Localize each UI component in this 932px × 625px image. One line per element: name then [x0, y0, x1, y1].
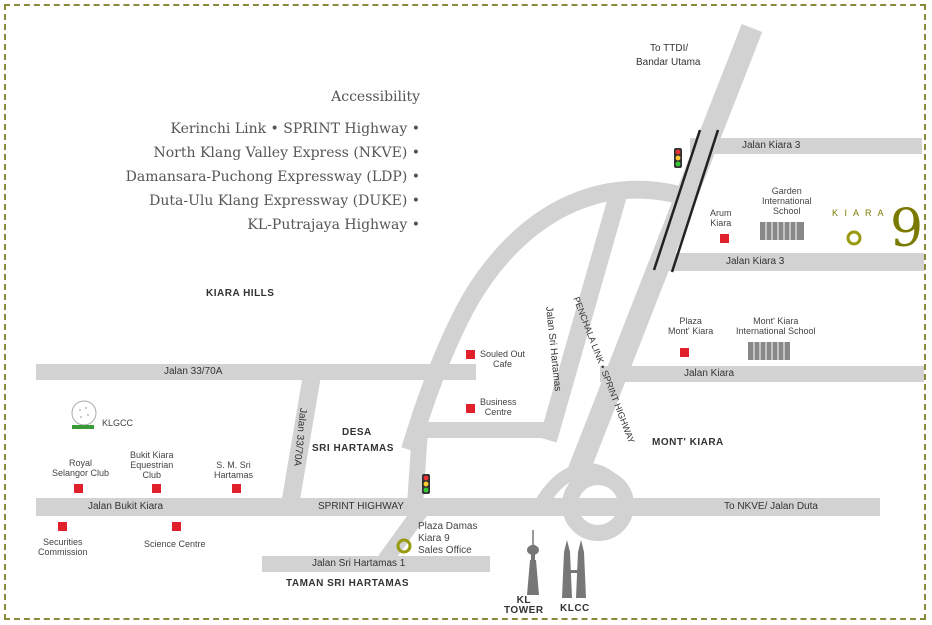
accessibility-item: Kerinchi Link • SPRINT Highway •	[170, 121, 420, 137]
map-border	[4, 4, 926, 620]
label-garden-school: Garden International School	[762, 186, 812, 216]
straight-roads	[36, 138, 924, 572]
road-jalan-sri-hartamas	[539, 192, 627, 443]
road-jalan-kiara-top	[690, 138, 922, 154]
marker-science-centre	[172, 522, 181, 531]
mont-kiara-school-building-icon	[748, 342, 790, 360]
marker-securities	[58, 522, 67, 531]
label-jalan-kiara: Jalan Kiara	[684, 368, 735, 379]
label-klgcc: KLGCC	[102, 418, 134, 428]
accessibility-item: KL-Putrajaya Highway •	[247, 217, 420, 233]
traffic-light-icon	[422, 474, 430, 494]
accessibility-item: Damansara-Puchong Expressway (LDP) •	[125, 169, 420, 185]
label-sprint-highway: SPRINT HIGHWAY	[318, 501, 404, 512]
road-sprint-highway	[36, 498, 880, 516]
label-plaza-damas: Plaza Damas Kiara 9 Sales Office	[418, 521, 478, 556]
accessibility-item: Duta-Ulu Klang Expressway (DUKE) •	[149, 193, 420, 209]
highway-stripe-left	[652, 129, 702, 271]
label-to-ttdi: To TTDI/	[650, 43, 689, 54]
road-desa-vertical	[407, 429, 428, 506]
label-to-nkve: To NKVE/ Jalan Duta	[724, 501, 818, 512]
klcc-towers-icon	[562, 540, 586, 598]
marker-plaza-mont-kiara	[680, 348, 689, 357]
road-jalan-3370a-vertical	[281, 373, 321, 507]
label-securities-commission: Securities Commission	[38, 537, 88, 557]
road-jalan-3370a	[36, 364, 476, 380]
label-kl-tower: KL TOWER	[504, 595, 544, 616]
marker-bukit-kiara	[152, 484, 161, 493]
label-arum-kiara: Arum Kiara	[710, 208, 732, 228]
accessibility-item: North Klang Valley Express (NKVE) •	[153, 145, 421, 161]
label-science-centre: Science Centre	[144, 539, 206, 549]
road-jalan-sri-hartamas-1-h	[262, 556, 490, 572]
golf-ball-icon	[71, 400, 97, 429]
area-sri-hartamas: SRI HARTAMAS	[312, 443, 394, 454]
label-jalan-3370a: Jalan 33/70A	[164, 366, 223, 377]
marker-sm-sri-hartamas	[232, 484, 241, 493]
kiara9-marker-icon	[846, 230, 862, 246]
road-jalan-kiara	[600, 366, 924, 382]
garden-school-building-icon	[760, 222, 804, 240]
highway-stripe-right	[670, 129, 720, 273]
label-jalan-bukit-kiara: Jalan Bukit Kiara	[88, 501, 164, 512]
label-plaza-mont-kiara: Plaza Mont' Kiara	[668, 316, 714, 336]
label-klcc: KLCC	[560, 603, 590, 614]
label-jalan-kiara-top: Jalan Kiara 3	[742, 140, 801, 151]
highway-stripes	[652, 129, 720, 273]
kiara9-brand-name: K I A R A	[832, 208, 886, 218]
area-desa: DESA	[342, 427, 372, 438]
place-markers	[58, 234, 729, 531]
label-royal-selangor: Royal Selangor Club	[52, 458, 110, 478]
label-jalan-sri-hartamas-1: Jalan Sri Hartamas 1	[312, 558, 406, 569]
office-marker-icon	[396, 538, 412, 554]
road-interchange-ramp	[533, 462, 617, 510]
marker-royal-selangor	[74, 484, 83, 493]
road-jalan-kiara-3	[668, 253, 924, 271]
label-business-centre: Business Centre	[480, 397, 517, 417]
marker-souled-out	[466, 350, 475, 359]
label-bandar-utama: Bandar Utama	[636, 57, 701, 68]
road-curve-west	[401, 180, 693, 453]
area-kiara-hills: KIARA HILLS	[206, 288, 275, 299]
label-sm-sri-hartamas: S. M. Sri Hartamas	[214, 460, 254, 480]
label-mont-kiara-school: Mont' Kiara International School	[736, 316, 816, 336]
road-network	[281, 23, 763, 565]
traffic-light-icon	[674, 148, 682, 168]
label-souled-out: Souled Out Cafe	[480, 349, 526, 369]
area-mont-kiara: MONT' KIARA	[652, 437, 724, 448]
kl-tower-icon	[527, 530, 539, 595]
marker-arum-kiara	[720, 234, 729, 243]
area-taman-sri-hartamas: TAMAN SRI HARTAMAS	[286, 578, 410, 589]
label-bukit-kiara: Bukit Kiara Equestrian Club	[130, 450, 174, 480]
kiara9-numeral: 9	[890, 199, 923, 259]
accessibility-title: Accessibility	[331, 89, 420, 105]
road-penchala-link	[564, 23, 763, 485]
label-jalan-kiara-3: Jalan Kiara 3	[726, 256, 785, 267]
marker-business-centre	[466, 404, 475, 413]
